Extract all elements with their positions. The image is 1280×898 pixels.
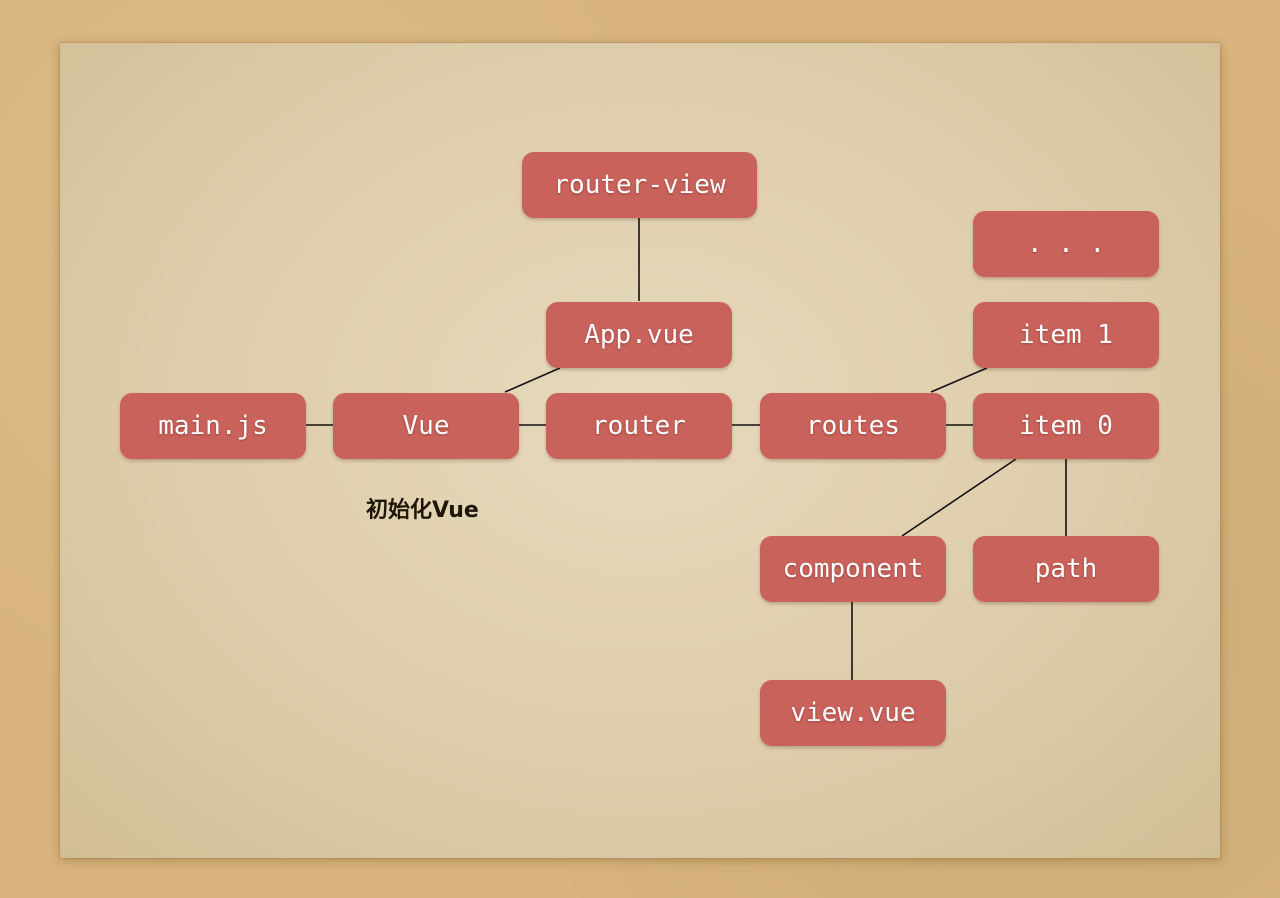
node-vue: Vue: [333, 393, 519, 459]
node-path: path: [973, 536, 1159, 602]
node-view-vue: view.vue: [760, 680, 946, 746]
connector-routes-item1: [930, 367, 988, 393]
connector-vue-appvue: [504, 367, 561, 393]
node-component: component: [760, 536, 946, 602]
node-router: router: [546, 393, 732, 459]
node-main-js: main.js: [120, 393, 306, 459]
node-routes: routes: [760, 393, 946, 459]
node-app-vue: App.vue: [546, 302, 732, 368]
node-router-view: router-view: [522, 152, 757, 218]
node-item-0: item 0: [973, 393, 1159, 459]
connector-item0-component: [901, 458, 1017, 537]
node-item-1: item 1: [973, 302, 1159, 368]
caption-init-vue: 初始化Vue: [366, 498, 479, 523]
node-ellipsis: . . .: [973, 211, 1159, 277]
